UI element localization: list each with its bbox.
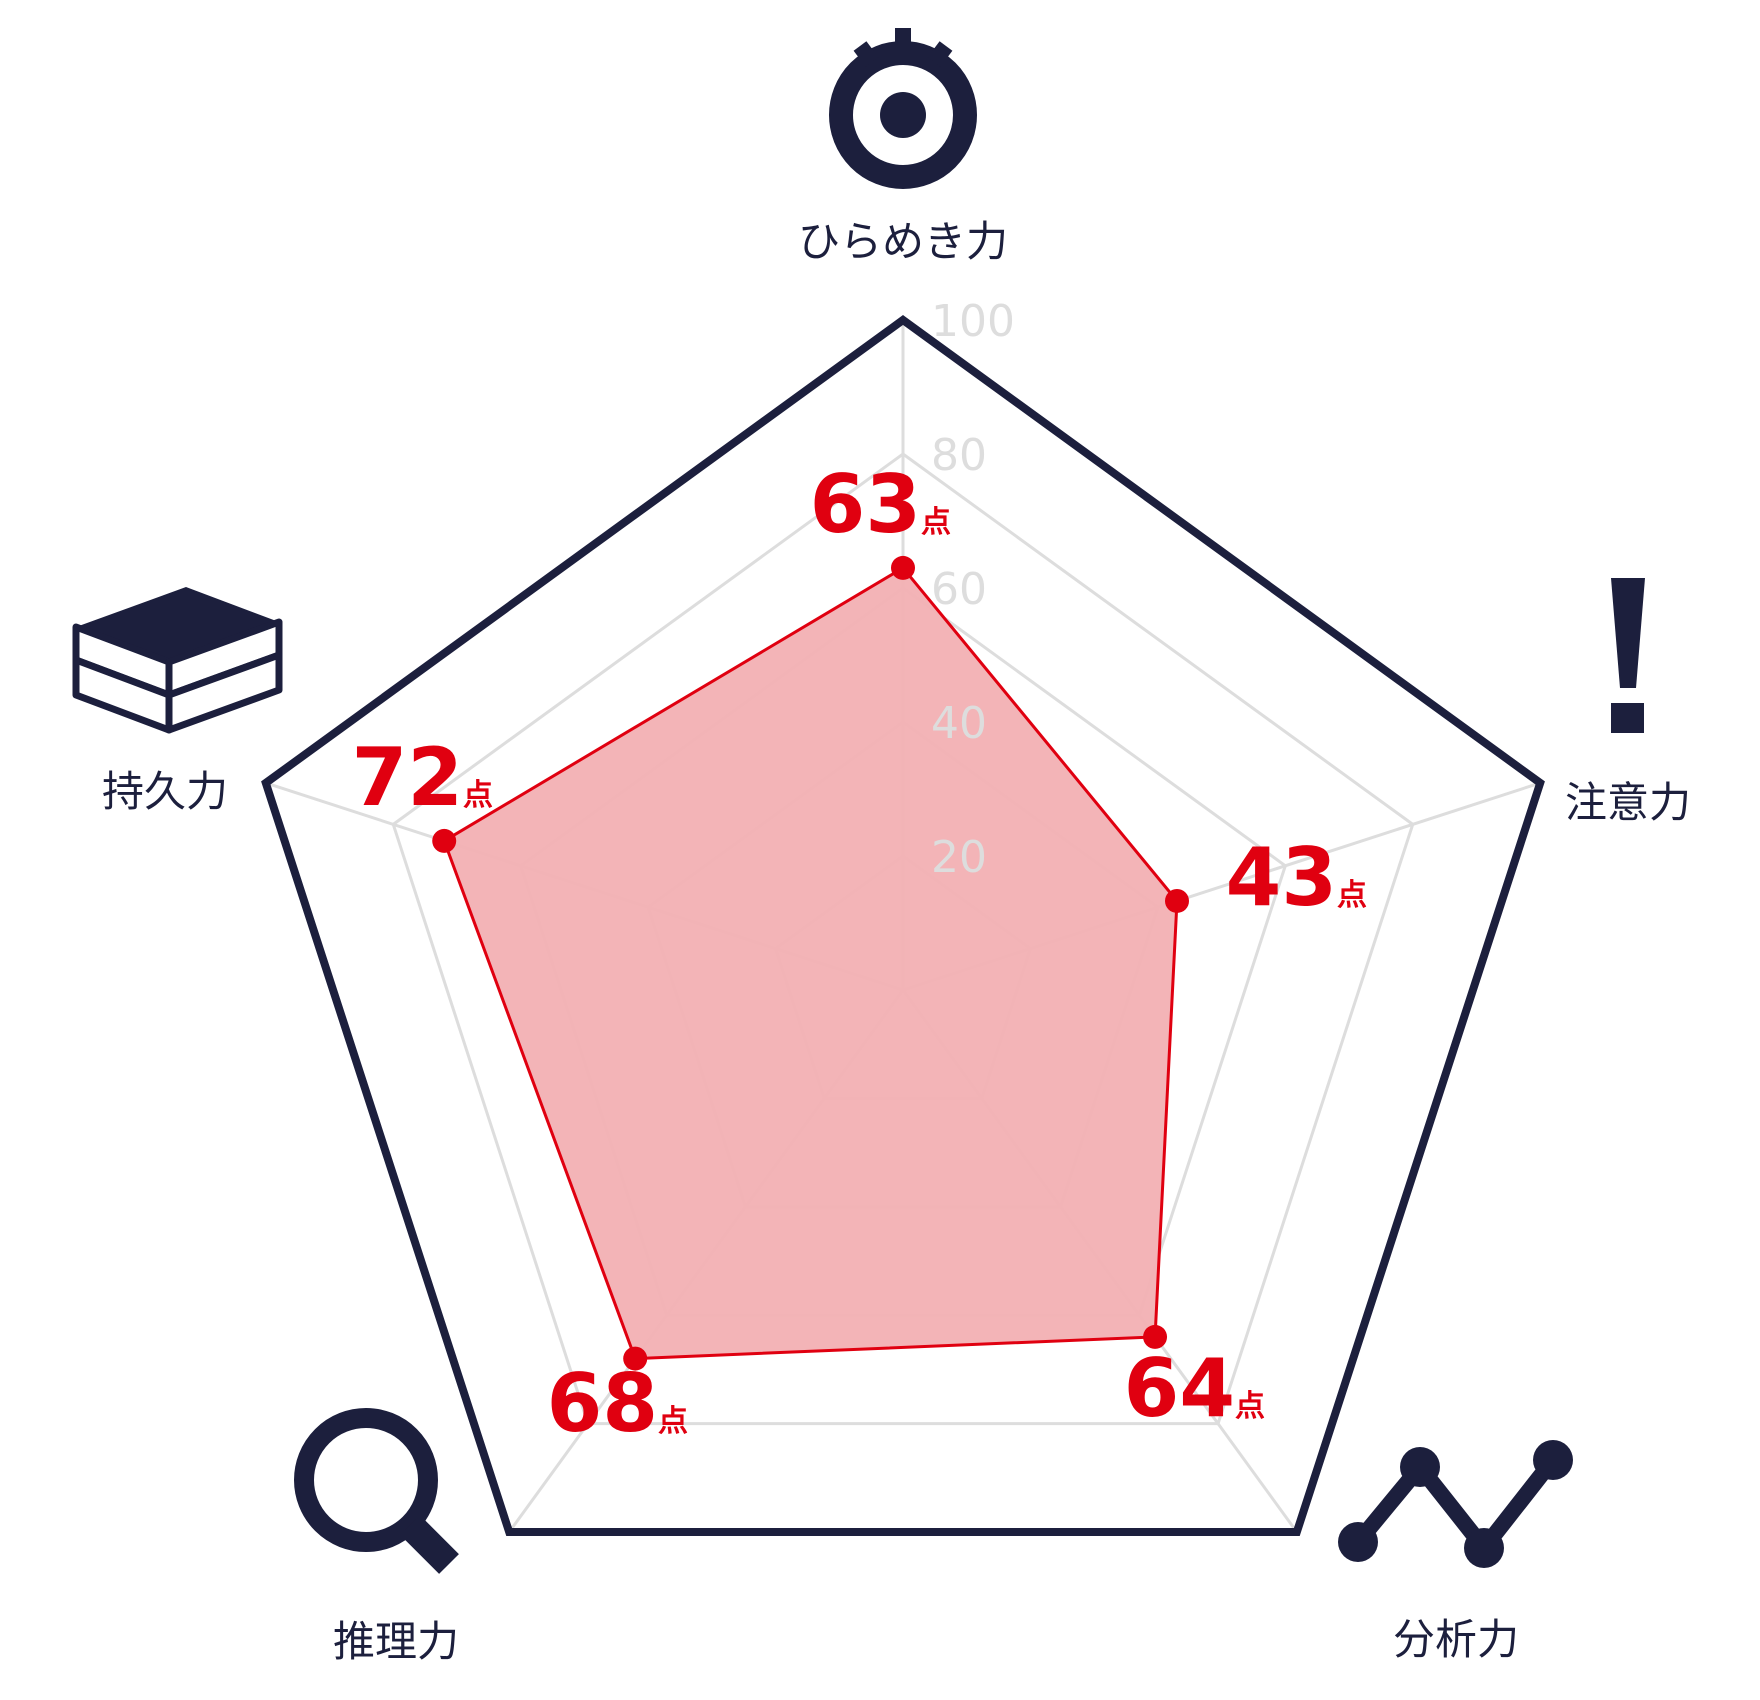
tick-label: 100 bbox=[931, 296, 1015, 347]
axis-label-suiriryoku: 推理力 bbox=[333, 1617, 459, 1666]
series-layer bbox=[432, 555, 1189, 1371]
eye-icon bbox=[829, 28, 977, 189]
axis-label-bunsekiryoku: 分析力 bbox=[1393, 1615, 1519, 1664]
line-graph-icon bbox=[1338, 1440, 1573, 1568]
tick-layer: 20 40 60 80 100 bbox=[931, 296, 1015, 883]
score-label-jikyuryoku: 72点 bbox=[352, 731, 493, 824]
score-label-suiriryoku: 68点 bbox=[547, 1357, 688, 1450]
chart-outline bbox=[261, 315, 1545, 1537]
tick-label: 80 bbox=[931, 430, 987, 481]
tick-label: 40 bbox=[931, 698, 987, 749]
score-label-chuiryoku: 43点 bbox=[1226, 831, 1367, 924]
data-point bbox=[891, 555, 915, 580]
magnifier-icon bbox=[294, 1408, 459, 1574]
outline-layer bbox=[261, 315, 1545, 1537]
tick-label: 60 bbox=[931, 564, 987, 615]
series-area bbox=[442, 565, 1179, 1361]
axis-label-hirameki: ひらめき力 bbox=[798, 217, 1008, 266]
score-label-hirameki: 63点 bbox=[810, 458, 951, 551]
tick-label: 20 bbox=[931, 832, 987, 883]
data-point bbox=[623, 1346, 648, 1371]
data-point bbox=[1143, 1324, 1168, 1349]
axis-label-chuiryoku: 注意力 bbox=[1565, 778, 1691, 827]
stacked-books-icon bbox=[72, 587, 283, 734]
grid-ring bbox=[391, 452, 1415, 1426]
exclamation-icon bbox=[1611, 578, 1645, 733]
score-label-bunsekiryoku: 64点 bbox=[1124, 1342, 1265, 1435]
data-point bbox=[1164, 888, 1189, 913]
data-point bbox=[432, 828, 457, 853]
axis-label-jikyuryoku: 持久力 bbox=[102, 767, 228, 816]
